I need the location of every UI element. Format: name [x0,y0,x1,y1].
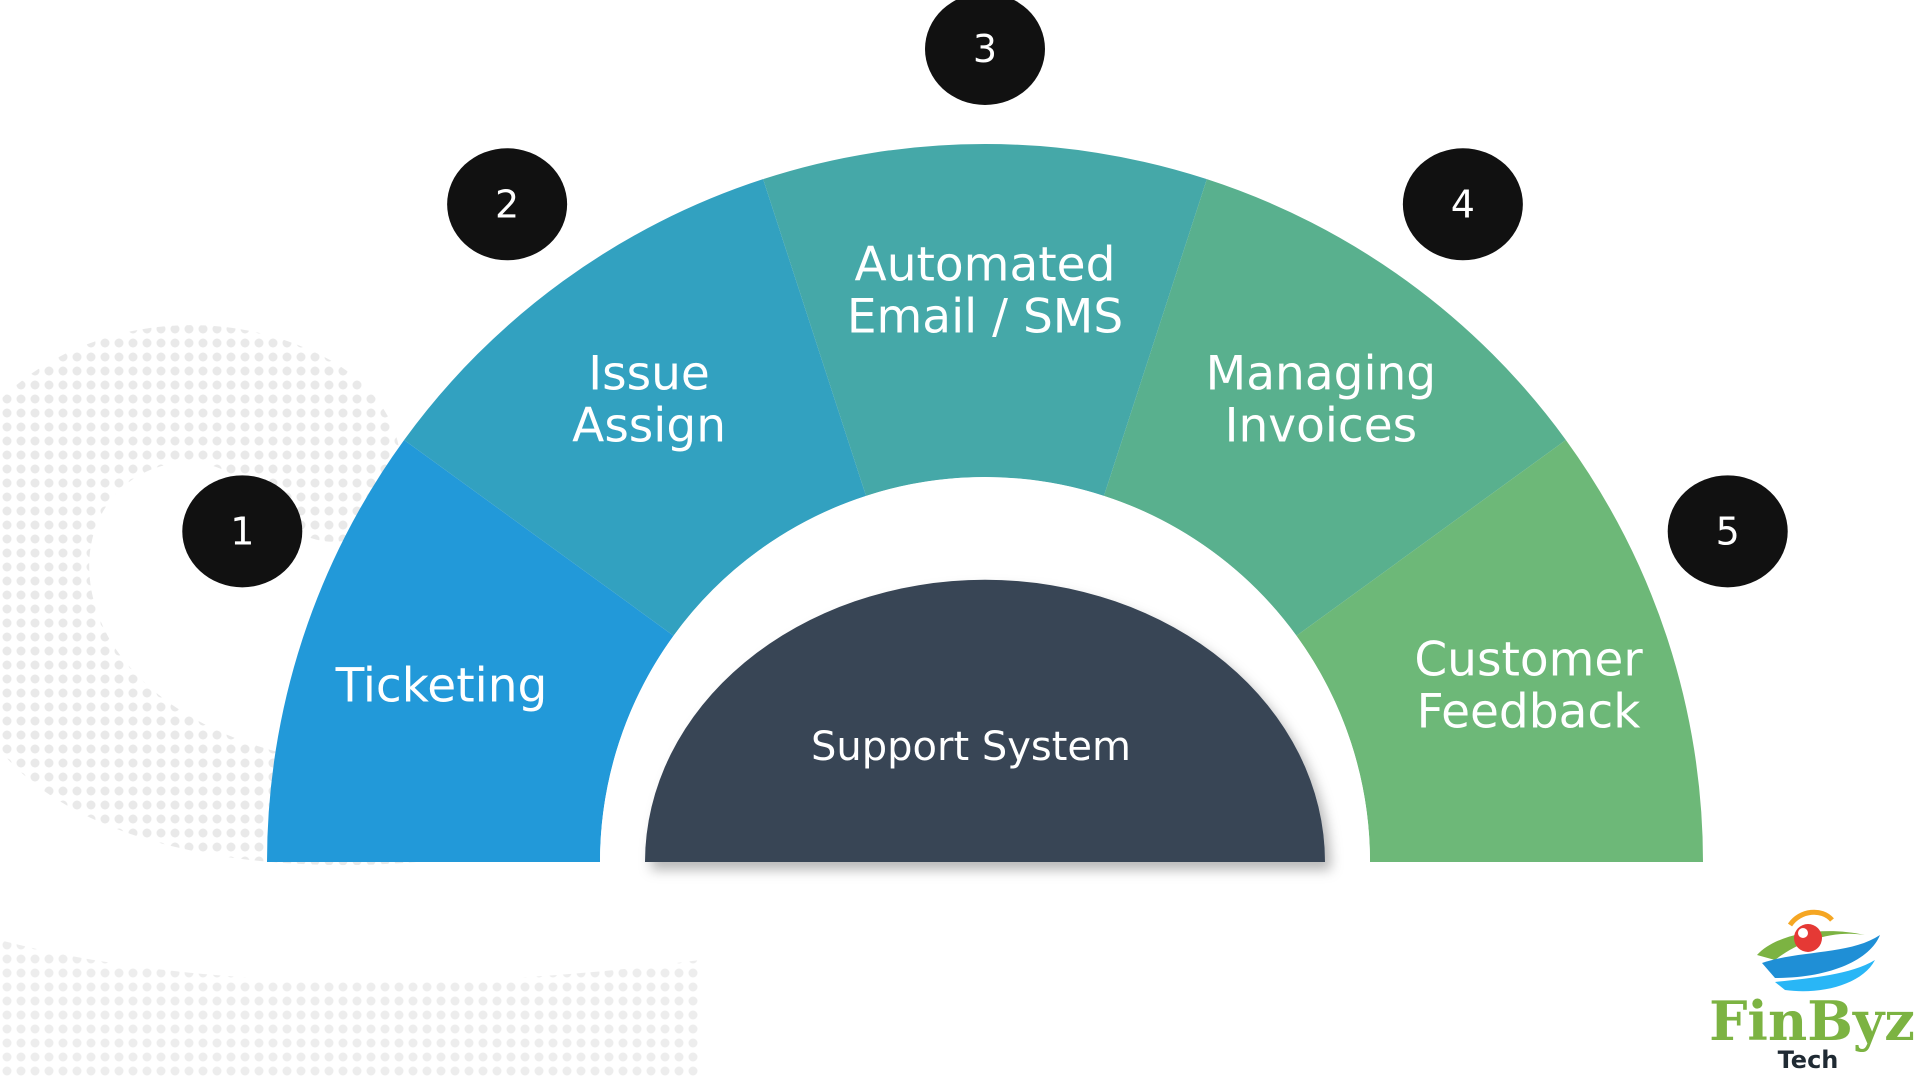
dotted-swirl-decoration [0,325,720,1080]
badge-3: 3 [925,0,1045,105]
segment-3-label-line-2: Email / SMS [847,290,1123,345]
segment-1 [267,439,674,862]
finbyz-logo: FinByz Tech [1709,909,1915,1074]
brand-name: FinByz [1709,989,1915,1053]
badge-5: 5 [1667,475,1788,588]
badge-circle [925,0,1045,105]
segment-2 [404,179,867,636]
segment-3-label-line-1: Automated [855,238,1116,293]
segment-2-label-line-1: Issue [588,347,710,402]
segment-5-label-line-2: Feedback [1417,684,1642,739]
center-disc: Support System [645,579,1325,862]
segment-4-label-line-1: Managing [1206,347,1436,402]
badge-1: 1 [182,475,303,588]
badge-number: 3 [973,27,997,71]
badge-circle [447,148,568,261]
segment-1-label-line-1: Ticketing [335,658,548,713]
badge-number: 4 [1451,182,1475,226]
center-label: Support System [811,724,1131,770]
segment-5-label-line-1: Customer [1414,632,1643,687]
badge-number: 5 [1716,509,1740,553]
brand-sub: Tech [1778,1046,1839,1074]
center-semicircle [645,579,1325,862]
segment-4 [1103,179,1566,636]
badge-circle [1402,148,1523,261]
badge-circle [182,475,303,588]
badge-circle [1667,475,1788,588]
segment-2-label-line-2: Assign [572,399,726,454]
finbyz-logo-icon [1757,909,1880,992]
badge-2: 2 [447,148,568,261]
segment-3 [763,144,1207,496]
number-badges: 1 2 3 4 5 [182,0,1788,588]
badge-4: 4 [1402,148,1523,261]
badge-number: 2 [495,182,519,226]
segment-4-label-line-2: Invoices [1225,399,1418,454]
badge-number: 1 [230,509,254,553]
segment-5 [1296,439,1703,862]
